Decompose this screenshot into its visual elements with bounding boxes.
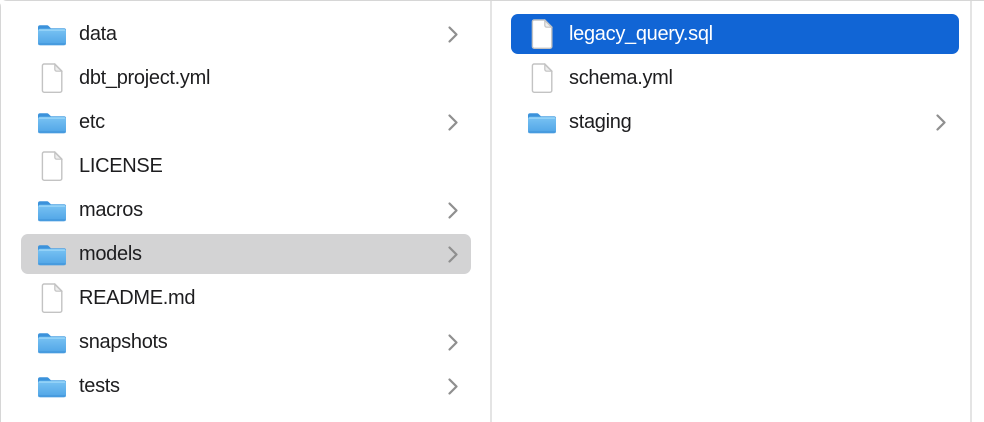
file-name: legacy_query.sql: [569, 22, 713, 45]
column-divider[interactable]: [490, 1, 492, 422]
row-staging[interactable]: staging: [511, 102, 959, 142]
row-readme-md[interactable]: README.md: [21, 278, 471, 318]
document-icon: [36, 282, 68, 314]
chevron-right-icon: [447, 201, 459, 220]
file-name: tests: [79, 374, 120, 397]
file-name: etc: [79, 110, 105, 133]
file-name: data: [79, 22, 117, 45]
chevron-right-icon: [447, 377, 459, 396]
row-etc[interactable]: etc: [21, 102, 471, 142]
file-name: README.md: [79, 286, 196, 309]
file-name: macros: [79, 198, 143, 221]
row-legacy-query-sql-selected[interactable]: legacy_query.sql: [511, 14, 959, 54]
row-license[interactable]: LICENSE: [21, 146, 471, 186]
row-tests[interactable]: tests: [21, 366, 471, 406]
folder-icon: [36, 370, 68, 402]
file-name: snapshots: [79, 330, 168, 353]
document-icon: [526, 62, 558, 94]
chevron-right-icon: [447, 245, 459, 264]
file-name: LICENSE: [79, 154, 163, 177]
file-name: schema.yml: [569, 66, 673, 89]
row-data[interactable]: data: [21, 14, 471, 54]
file-list-models: legacy_query.sql schema.yml staging: [492, 1, 972, 142]
column-next-empty: [972, 1, 984, 422]
column-models: legacy_query.sql schema.yml staging: [492, 1, 972, 422]
row-schema-yml[interactable]: schema.yml: [511, 58, 959, 98]
file-name: dbt_project.yml: [79, 66, 211, 89]
row-dbt-project-yml[interactable]: dbt_project.yml: [21, 58, 471, 98]
row-macros[interactable]: macros: [21, 190, 471, 230]
chevron-right-icon: [447, 113, 459, 132]
file-list-parent: data dbt_project.yml etc LICENSE macros: [1, 1, 492, 406]
column-parent: data dbt_project.yml etc LICENSE macros: [1, 1, 492, 422]
file-name: models: [79, 242, 142, 265]
folder-icon: [36, 238, 68, 270]
document-icon: [36, 62, 68, 94]
chevron-right-icon: [935, 113, 947, 132]
chevron-right-icon: [447, 25, 459, 44]
column-divider[interactable]: [970, 1, 972, 422]
file-name: staging: [569, 110, 632, 133]
chevron-right-icon: [447, 333, 459, 352]
folder-icon: [36, 106, 68, 138]
folder-icon: [36, 194, 68, 226]
folder-icon: [36, 326, 68, 358]
folder-icon: [36, 18, 68, 50]
row-models-selected[interactable]: models: [21, 234, 471, 274]
row-snapshots[interactable]: snapshots: [21, 322, 471, 362]
document-icon: [36, 150, 68, 182]
folder-icon: [526, 106, 558, 138]
document-icon: [526, 18, 558, 50]
